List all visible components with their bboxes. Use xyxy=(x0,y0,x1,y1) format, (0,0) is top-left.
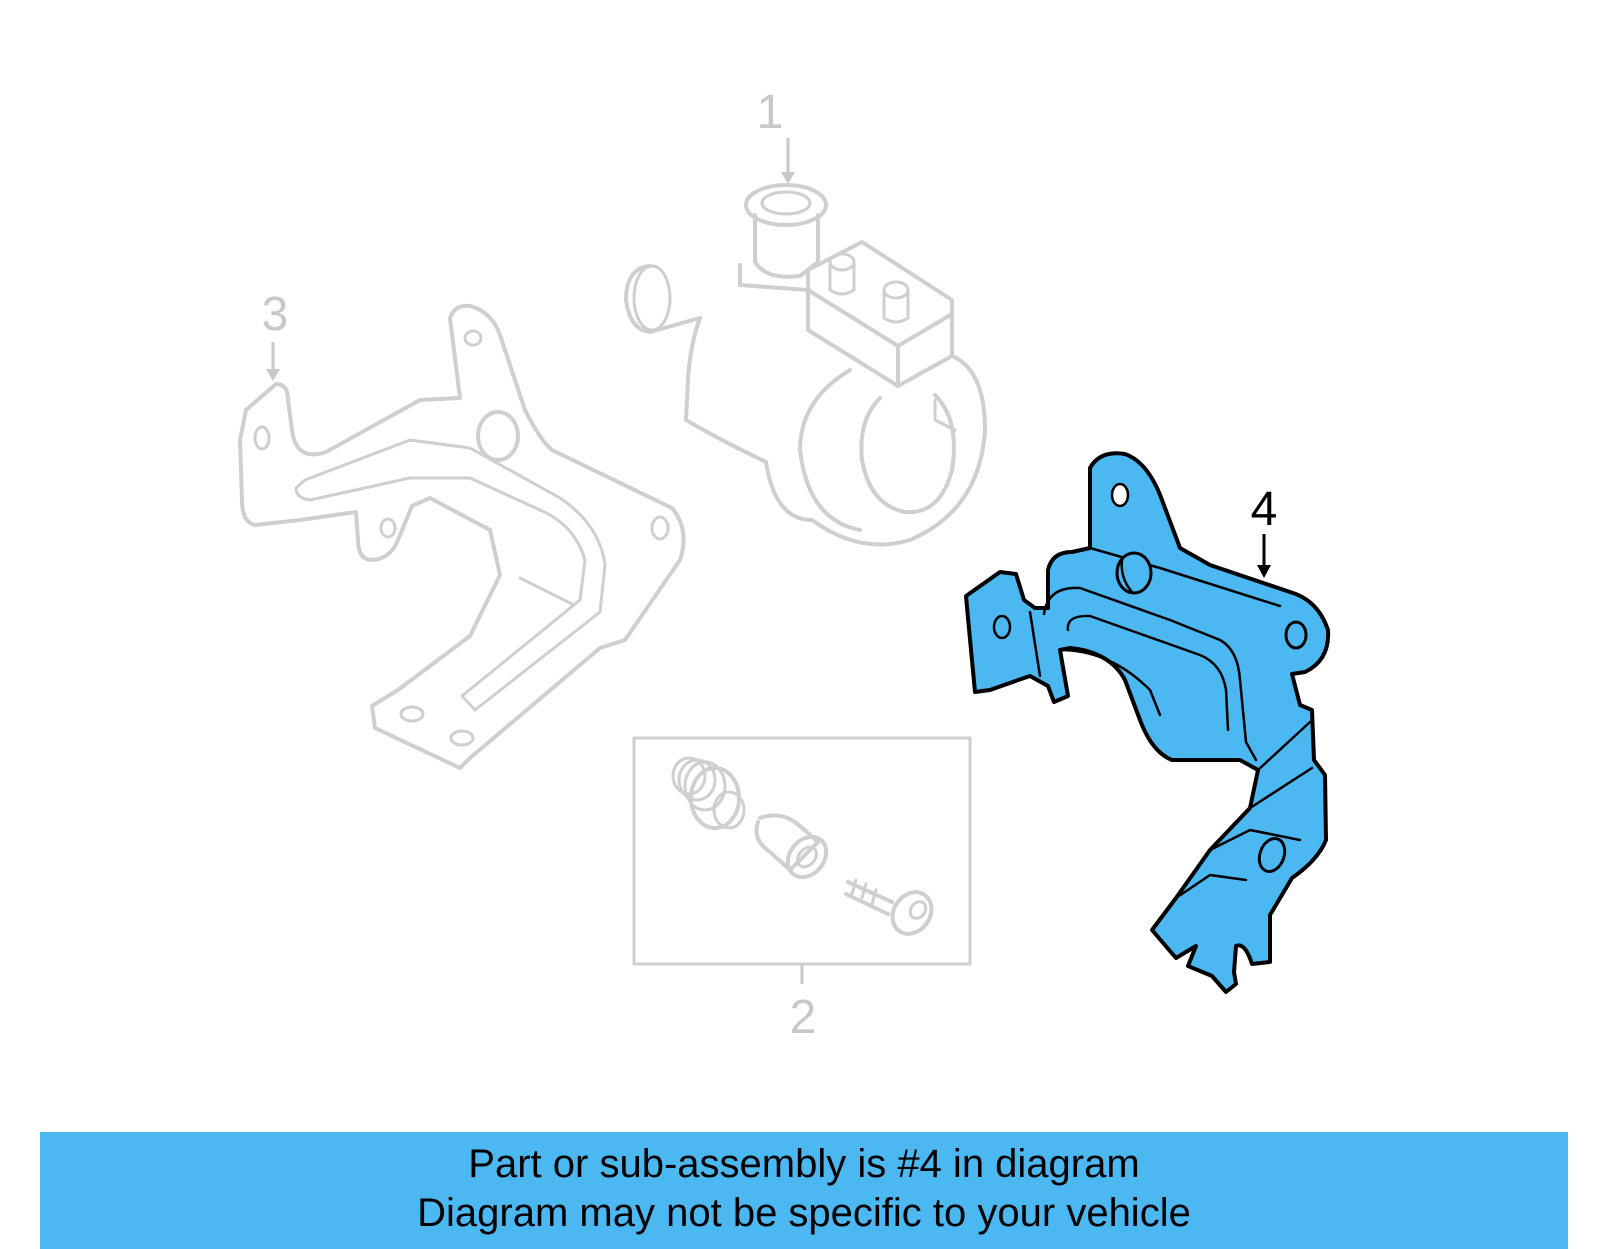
callout-1-arrowhead xyxy=(781,172,795,184)
part-4-bracket-highlighted[interactable] xyxy=(964,451,1331,994)
part-1-pump-unit[interactable] xyxy=(624,183,987,547)
callout-4[interactable]: 4 xyxy=(1251,483,1278,578)
callout-2[interactable]: 2 xyxy=(790,964,817,1044)
callout-1[interactable]: 1 xyxy=(757,86,795,184)
callout-2-number: 2 xyxy=(790,991,817,1044)
banner-line-1: Part or sub-assembly is #4 in diagram xyxy=(468,1142,1140,1186)
part-2-hardware-kit[interactable] xyxy=(632,736,972,966)
callout-4-number: 4 xyxy=(1251,483,1278,536)
callout-1-number: 1 xyxy=(757,86,784,139)
callout-3[interactable]: 3 xyxy=(262,288,289,381)
callout-3-arrowhead xyxy=(266,369,280,381)
callout-4-arrowhead xyxy=(1257,565,1271,578)
info-banner: Part or sub-assembly is #4 in diagram Di… xyxy=(40,1132,1568,1249)
banner-line-2: Diagram may not be specific to your vehi… xyxy=(417,1191,1191,1235)
callout-3-number: 3 xyxy=(262,288,289,341)
part-3-bracket[interactable] xyxy=(238,303,686,770)
